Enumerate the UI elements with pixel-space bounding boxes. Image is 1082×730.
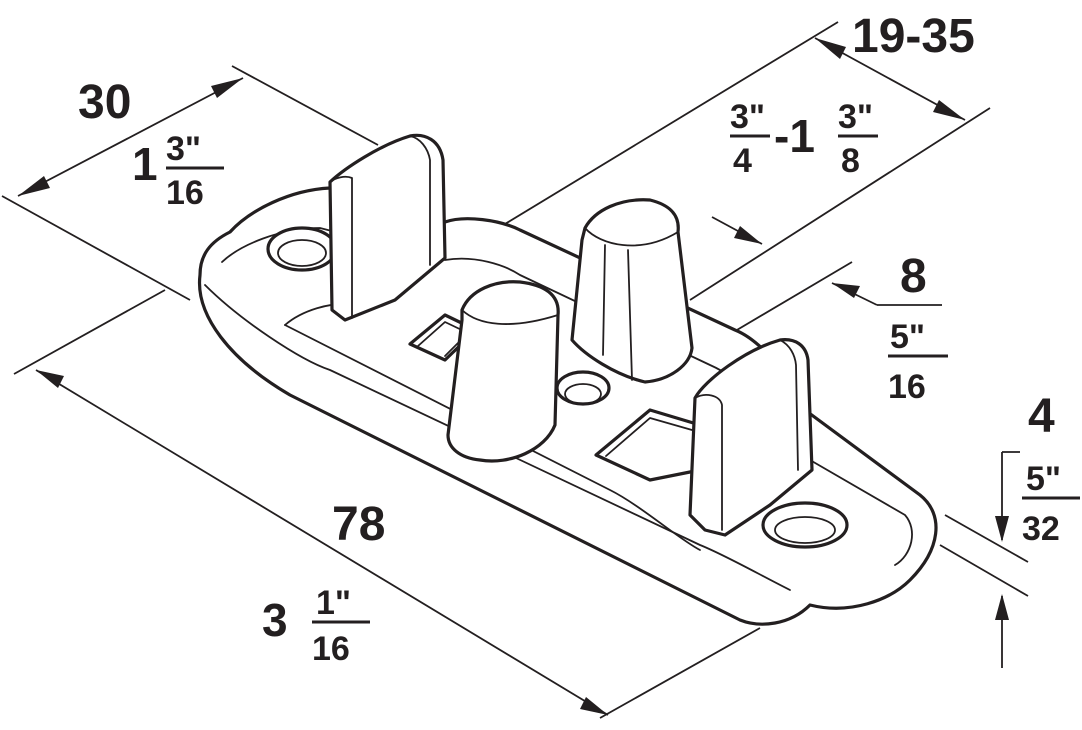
dimension-lines xyxy=(1,21,1029,719)
length-metric-label: 78 xyxy=(332,498,385,551)
guide-fin-right xyxy=(688,338,814,537)
thickness-numerator: 5" xyxy=(1026,460,1061,498)
guide-peg-back xyxy=(570,198,694,384)
door-range-a-denominator: 4 xyxy=(733,142,752,180)
door-range-b-denominator: 8 xyxy=(841,142,860,180)
width-imperial-numerator: 3" xyxy=(166,130,201,168)
floor-guide-part xyxy=(197,133,938,626)
guide-gap-metric-label: 8 xyxy=(900,250,927,303)
width-metric-label: 30 xyxy=(78,76,131,129)
thickness-metric-label: 4 xyxy=(1028,390,1055,443)
thickness-denominator: 32 xyxy=(1022,510,1060,548)
width-imperial-whole: 1 xyxy=(132,138,158,190)
door-range-b-numerator: 3" xyxy=(838,98,873,136)
guide-peg-front xyxy=(446,280,560,463)
door-range-a-numerator: 3" xyxy=(730,98,765,136)
mounting-hole-right xyxy=(761,501,849,549)
length-imperial-numerator: 1" xyxy=(316,584,351,622)
door-range-separator: -1 xyxy=(774,110,815,162)
guide-fin-left xyxy=(328,133,447,322)
mounting-hole-center xyxy=(555,370,611,406)
guide-gap-numerator: 5" xyxy=(890,318,925,356)
length-imperial-denominator: 16 xyxy=(312,630,350,668)
guide-gap-denominator: 16 xyxy=(888,368,926,406)
door-range-metric-label: 19-35 xyxy=(852,10,975,63)
length-imperial-whole: 3 xyxy=(262,594,288,646)
width-imperial-denominator: 16 xyxy=(166,174,204,212)
